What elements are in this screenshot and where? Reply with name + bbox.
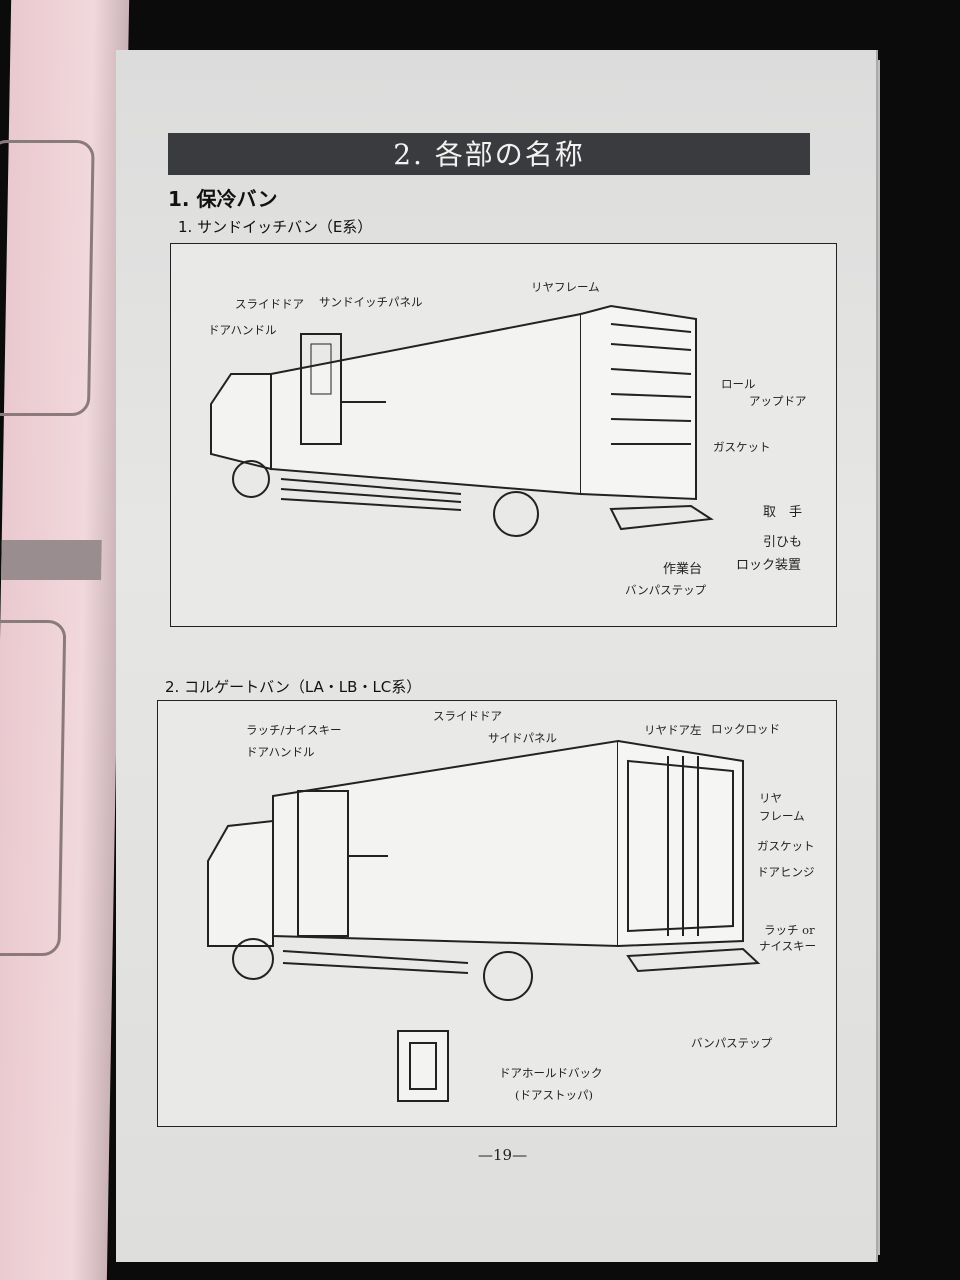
label-gasket: ガスケット	[713, 440, 771, 454]
label-lock-rod: ロックロッド	[711, 722, 780, 736]
subheading-sandwich-van: 1. サンドイッチバン（E系）	[178, 218, 373, 236]
label-rear: リヤ	[759, 791, 782, 805]
truck-illustration	[207, 739, 761, 1102]
label-gasket: ガスケット	[757, 839, 815, 853]
label-pull-cord: 引ひも	[763, 535, 803, 550]
label-door-handle: ドアハンドル	[208, 323, 277, 337]
label-bumper-step: バンパステップ	[625, 583, 707, 597]
label-work-platform: 作業台	[663, 562, 703, 577]
section-title: 2. 各部の名称	[168, 133, 810, 175]
label-latch-knife-key: ラッチ/ナイスキー	[246, 723, 342, 737]
subheading-corrugated-van: 2. コルゲートバン（LA・LB・LC系）	[165, 678, 422, 696]
sandwich-van-diagram: スライドドア サンドイッチパネル ドアハンドル リヤフレーム ロール アップドア…	[170, 243, 837, 627]
label-rear-door-left: リヤドア左	[644, 723, 702, 737]
label-knife-key: ナイスキー	[759, 939, 817, 953]
label-door-stopper: (ドアストッパ)	[515, 1088, 593, 1102]
label-up-door: アップドア	[749, 394, 807, 408]
label-door-hinge: ドアヒンジ	[757, 865, 815, 879]
page-number: —19—	[478, 1146, 528, 1164]
left-page	[0, 0, 130, 1280]
heading: 1. 保冷バン	[168, 187, 278, 211]
label-rear-frame: リヤフレーム	[531, 280, 600, 294]
truck-illustration	[210, 304, 714, 537]
label-frame: フレーム	[759, 809, 805, 823]
label-handle: 取 手	[763, 505, 803, 520]
label-bumper-step: バンパステップ	[691, 1036, 773, 1050]
left-page-bar	[1, 540, 102, 580]
corrugated-van-diagram: ラッチ/ナイスキー スライドドア ドアハンドル サイドパネル リヤドア左 ロック…	[157, 700, 837, 1127]
label-door-holdback: ドアホールドバック	[499, 1066, 603, 1080]
label-slide-door: スライドドア	[235, 297, 304, 311]
left-page-figure	[0, 620, 67, 956]
label-latch-or: ラッチ or	[764, 923, 815, 937]
label-lock-device: ロック装置	[736, 558, 802, 573]
label-sandwich-panel: サンドイッチパネル	[319, 295, 423, 309]
label-roll: ロール	[721, 377, 756, 391]
label-side-panel: サイドパネル	[488, 731, 557, 745]
label-door-handle: ドアハンドル	[246, 745, 315, 759]
left-page-figure	[0, 140, 95, 416]
page-edge	[874, 60, 880, 1255]
label-slide-door: スライドドア	[433, 709, 502, 723]
